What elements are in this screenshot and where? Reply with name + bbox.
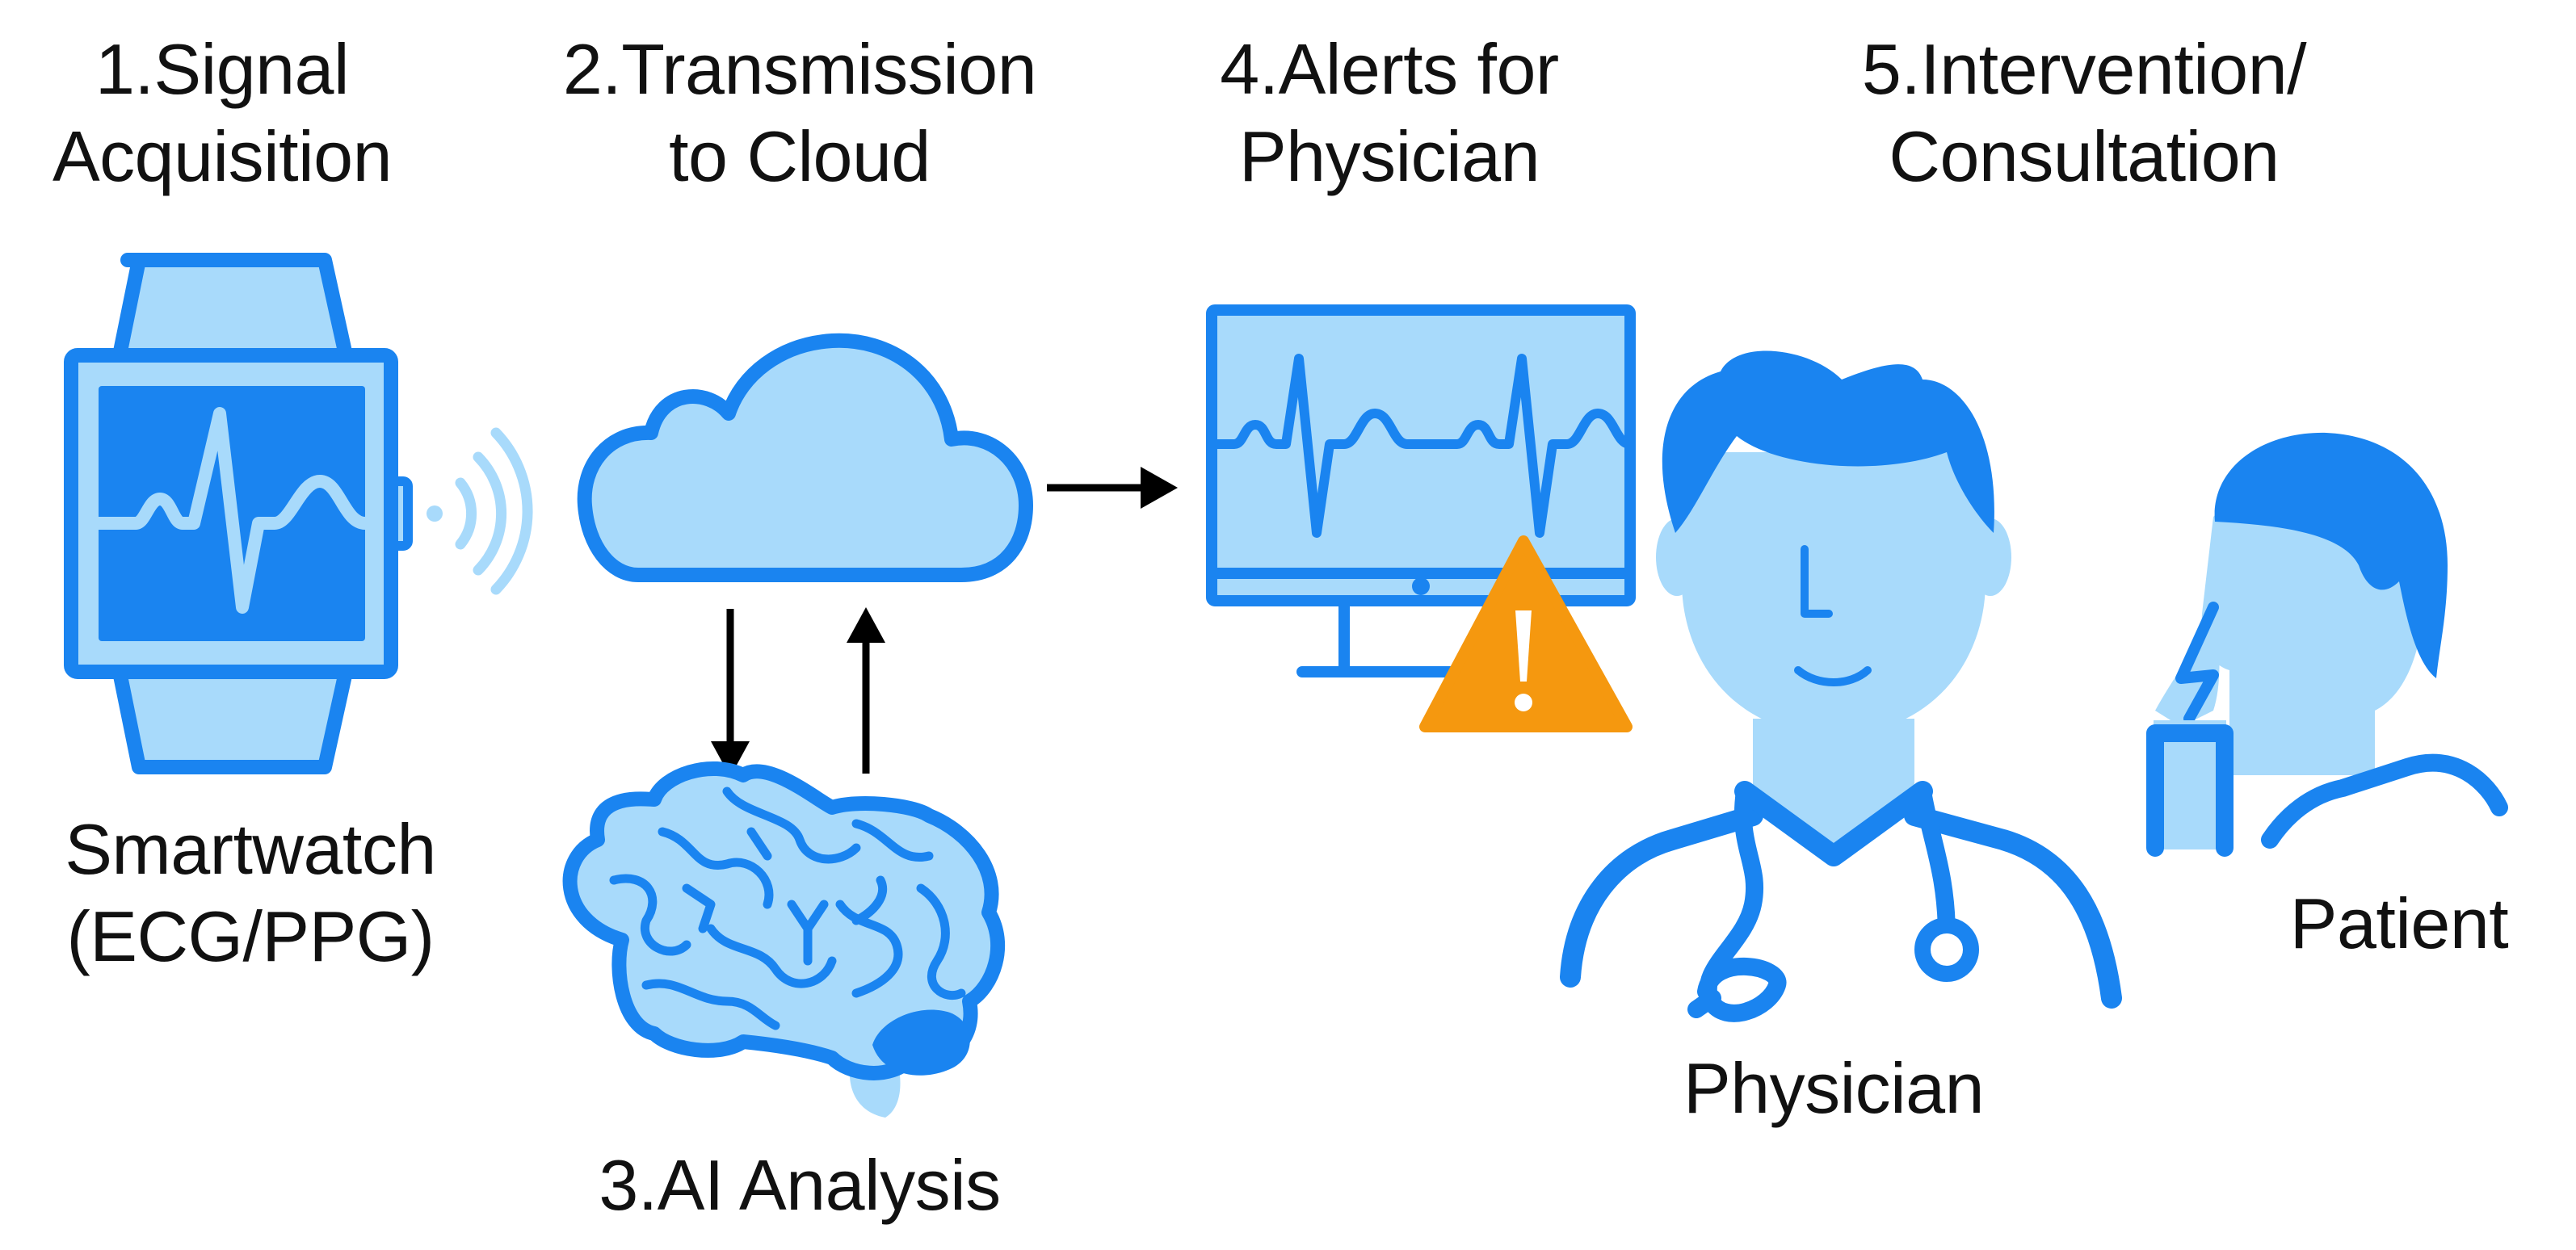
wireless-signal-icon (427, 427, 533, 595)
step-5-line1: 5.Intervention/ (1861, 29, 2307, 109)
flow-arrows (711, 467, 1178, 777)
step-4-label: 4.Alerts for Physician (1147, 26, 1632, 200)
physician-icon (1560, 350, 2122, 1022)
step-2-line2: to Cloud (669, 116, 931, 196)
cloud-icon (577, 333, 1033, 582)
patient-icon (2146, 432, 2508, 857)
step-1-line1: 1.Signal (95, 29, 350, 109)
smartwatch-line2: (ECG/PPG) (66, 896, 435, 976)
step-3-label: 3.AI Analysis (517, 1142, 1082, 1229)
step-4-line2: Physician (1238, 116, 1540, 196)
step-5-line2: Consultation (1889, 116, 2280, 196)
monitor-icon (1206, 304, 1636, 677)
smartwatch-label: Smartwatch (ECG/PPG) (0, 806, 501, 980)
smartwatch-icon (64, 253, 413, 774)
step-4-line1: 4.Alerts for (1220, 29, 1559, 109)
step-5-label: 5.Intervention/ Consultation (1761, 26, 2407, 200)
patient-label: Patient (2229, 880, 2569, 967)
physician-name: Physician (1683, 1048, 1985, 1128)
physician-label: Physician (1599, 1045, 2068, 1132)
warning-icon (1419, 535, 1633, 732)
step-3-line1: 3.AI Analysis (599, 1145, 1001, 1225)
brain-icon (562, 761, 1006, 1118)
step-1-line2: Acquisition (52, 116, 393, 196)
patient-name: Patient (2289, 883, 2509, 963)
step-2-line1: 2.Transmission (562, 29, 1037, 109)
step-2-label: 2.Transmission to Cloud (517, 26, 1082, 200)
step-1-label: 1.Signal Acquisition (8, 26, 436, 200)
smartwatch-line1: Smartwatch (65, 809, 436, 889)
